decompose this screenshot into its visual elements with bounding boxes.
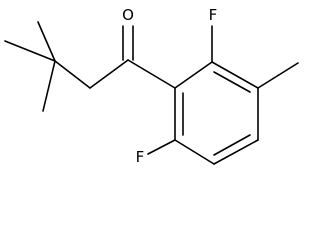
ring-bond-c2-c3-inner bbox=[213, 71, 251, 93]
bond-carbonyl-ring bbox=[127, 59, 176, 89]
bond-ring-fluorine-bottom bbox=[147, 139, 176, 155]
ring-bond-c4-c5 bbox=[213, 139, 259, 165]
ring-bond-c5-c6 bbox=[174, 139, 215, 165]
ring-bond-c2-c3 bbox=[211, 61, 259, 89]
benzene-ring bbox=[174, 61, 259, 165]
oxygen-atom-label: O bbox=[122, 6, 134, 24]
ketone-group bbox=[89, 25, 176, 89]
bond-methyl3-quaternary bbox=[42, 60, 56, 112]
fluorine-top-atom-label: F bbox=[209, 6, 218, 24]
fluorine-bottom-atom-label: F bbox=[136, 148, 145, 166]
molecule-structure: O F F bbox=[4, 6, 299, 166]
bond-quaternary-ch2 bbox=[54, 60, 91, 89]
bond-ch2-carbonyl bbox=[89, 59, 129, 89]
bond-ring-methyl bbox=[257, 62, 299, 89]
ring-bond-c1-c2 bbox=[174, 61, 213, 89]
ring-substituents bbox=[147, 25, 299, 155]
bond-methyl2-quaternary bbox=[37, 21, 56, 62]
bond-methyl1-quaternary bbox=[4, 40, 56, 62]
ring-bond-c4-c5-inner bbox=[213, 134, 251, 156]
tert-butyl-group bbox=[4, 21, 91, 112]
